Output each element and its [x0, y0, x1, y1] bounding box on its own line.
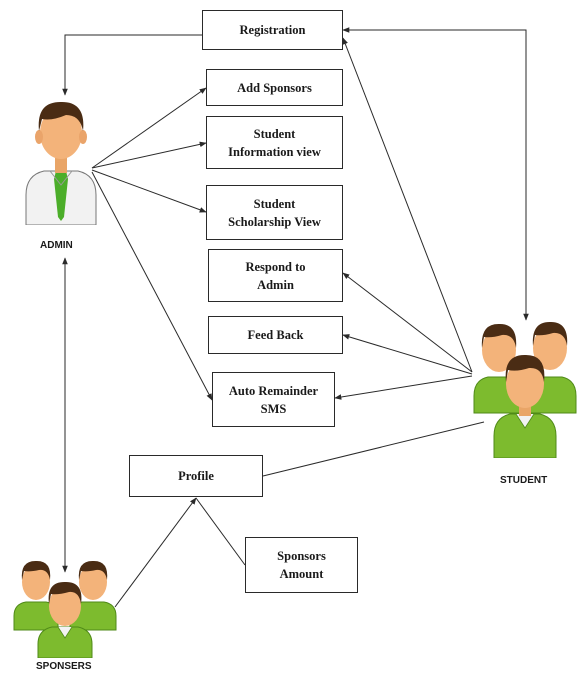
profile-box: Profile — [129, 455, 263, 497]
respond-to-admin-line1: Respond to — [245, 259, 306, 274]
edge-admin-scholarship — [91, 169, 207, 213]
auto-remainder-line2: SMS — [260, 401, 287, 416]
edge-student-respond — [342, 272, 473, 373]
feed-back-label: Feed Back — [247, 328, 304, 342]
sponsers-label: SPONSERS — [36, 661, 92, 672]
profile-label: Profile — [178, 469, 214, 483]
edge-student-auto-remainder — [334, 375, 473, 400]
edge-admin-registration — [62, 34, 202, 96]
student-group-icon — [473, 321, 577, 458]
student-info-view-line2: Information view — [228, 144, 321, 159]
edge-student-registration-diag — [342, 37, 473, 373]
add-sponsors-box: Add Sponsors — [206, 69, 343, 106]
registration-label: Registration — [239, 23, 306, 37]
admin-label: ADMIN — [40, 240, 73, 251]
student-info-view-line1: Student — [253, 126, 296, 141]
add-sponsors-label: Add Sponsors — [237, 80, 312, 95]
edge-student-feedback — [342, 334, 473, 375]
student-label: STUDENT — [500, 475, 548, 486]
student-scholarship-view-line2: Scholarship View — [228, 214, 321, 229]
sponsors-amount-box: Sponsors Amount — [245, 537, 358, 593]
respond-to-admin-line2: Admin — [257, 277, 294, 292]
edge-profile-amount — [195, 497, 246, 566]
edge-admin-add-sponsors — [91, 87, 207, 169]
registration-box: Registration — [202, 10, 343, 50]
respond-to-admin-box: Respond to Admin — [208, 249, 343, 302]
edge-student-profile — [262, 421, 485, 477]
admin-person-icon — [25, 101, 97, 225]
auto-remainder-box: Auto Remainder SMS — [212, 372, 335, 427]
feed-back-box: Feed Back — [208, 316, 343, 354]
sponsors-amount-line1: Sponsors — [277, 549, 326, 563]
student-scholarship-view-line1: Student — [253, 196, 296, 211]
auto-remainder-line1: Auto Remainder — [228, 383, 319, 398]
student-info-view-box: Student Information view — [206, 116, 343, 169]
sponsers-group-icon — [13, 560, 117, 658]
sponsors-amount-line2: Amount — [279, 567, 324, 581]
edge-admin-auto-remainder — [91, 171, 213, 401]
edge-student-registration-top — [342, 27, 529, 321]
edge-admin-student-info — [91, 141, 207, 169]
student-scholarship-view-box: Student Scholarship View — [206, 185, 343, 240]
edge-sponsers-profile — [114, 497, 197, 608]
